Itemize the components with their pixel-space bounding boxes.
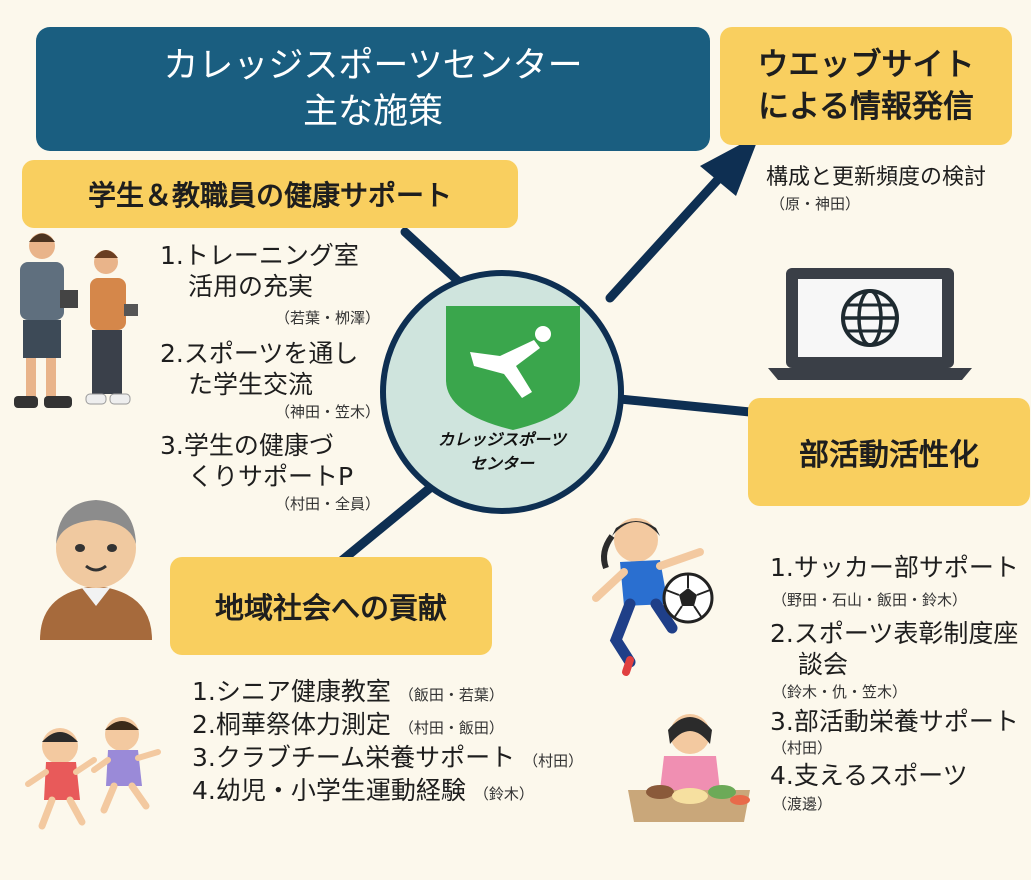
health-item-1-line1: 1.トレーニング室 — [160, 241, 359, 270]
health-item-3: 3.学生の健康づ くりサポートP — [160, 430, 353, 492]
club-item-1: 1.サッカー部サポート — [770, 553, 1019, 582]
club-item-2-line1: 2.スポーツ表彰制度座 — [770, 619, 1019, 648]
community-item-4-text: 4.幼児・小学生運動経験 — [192, 776, 466, 805]
community-item-3-members: （村田） — [523, 752, 584, 770]
connector-web-arrow — [605, 170, 727, 303]
community-item-2-members: （村田・飯田） — [398, 719, 504, 737]
community-item-2-text: 2.桐華祭体力測定 — [192, 710, 391, 739]
community-item-1-text: 1.シニア健康教室 — [192, 677, 391, 706]
connector-community — [335, 483, 435, 567]
soccer-ball-icon — [662, 572, 714, 624]
community-item-3-text: 3.クラブチーム栄養サポート — [192, 743, 516, 772]
web-heading-line2: による情報発信 — [757, 89, 975, 125]
community-item-3: 3.クラブチーム栄養サポート （村田） — [192, 742, 583, 773]
community-item-4: 4.幼児・小学生運動経験 （鈴木） — [192, 775, 534, 806]
web-heading-box: ウエッブサイト による情報発信 — [720, 27, 1012, 145]
health-item-3-line2: くりサポートP — [188, 462, 354, 491]
community-item-2: 2.桐華祭体力測定 （村田・飯田） — [192, 709, 504, 740]
center-label-line2: センター — [469, 454, 534, 473]
community-heading-box: 地域社会への貢献 — [170, 557, 492, 655]
title-banner: カレッジスポーツセンター 主な施策 — [36, 27, 710, 151]
center-label: カレッジスポーツ センター — [420, 428, 584, 476]
health-item-2-line1: 2.スポーツを通し — [160, 339, 359, 368]
health-item-3-line1: 3.学生の健康づ — [160, 431, 334, 460]
title-line1: カレッジスポーツセンター — [163, 46, 583, 86]
club-heading-box: 部活動活性化 — [748, 398, 1030, 506]
health-heading-box: 学生＆教職員の健康サポート — [22, 160, 518, 228]
connector-club — [605, 393, 755, 417]
club-item-4: 4.支えるスポーツ — [770, 761, 968, 790]
community-item-1-members: （飯田・若葉） — [398, 686, 504, 704]
community-item-1: 1.シニア健康教室 （飯田・若葉） — [192, 676, 504, 707]
community-item-4-members: （鈴木） — [473, 785, 534, 803]
health-item-2: 2.スポーツを通し た学生交流 — [160, 338, 358, 400]
club-item-2-line2: 談会 — [798, 650, 849, 679]
web-item-members: （原・神田） — [770, 195, 861, 213]
health-item-2-line2: た学生交流 — [188, 370, 314, 399]
club-item-2: 2.スポーツ表彰制度座 談会 — [770, 618, 1018, 680]
arrow-head-icon — [700, 134, 760, 196]
club-heading: 部活動活性化 — [799, 438, 979, 473]
health-item-2-members: （神田・笠木） — [274, 403, 380, 421]
globe-icon — [841, 289, 899, 347]
health-item-1-line2: 活用の充実 — [188, 272, 314, 301]
club-item-1-members: （野田・石山・飯田・鈴木） — [772, 591, 968, 609]
health-item-3-members: （村田・全員） — [274, 495, 380, 513]
web-heading-line1: ウエッブサイト — [757, 47, 975, 83]
health-item-1-members: （若葉・栁澤） — [274, 309, 380, 327]
title-line2: 主な施策 — [302, 92, 443, 132]
club-item-4-members: （渡邊） — [772, 795, 833, 813]
club-item-3: 3.部活動栄養サポート — [770, 707, 1019, 736]
community-heading: 地域社会への貢献 — [214, 591, 447, 625]
club-item-3-members: （村田） — [772, 739, 833, 757]
web-item: 構成と更新頻度の検討 — [766, 165, 987, 190]
club-item-2-members: （鈴木・仇・笠木） — [772, 683, 908, 701]
health-item-1: 1.トレーニング室 活用の充実 — [160, 240, 359, 302]
center-label-line1: カレッジスポーツ — [438, 430, 566, 449]
health-heading: 学生＆教職員の健康サポート — [87, 179, 452, 212]
